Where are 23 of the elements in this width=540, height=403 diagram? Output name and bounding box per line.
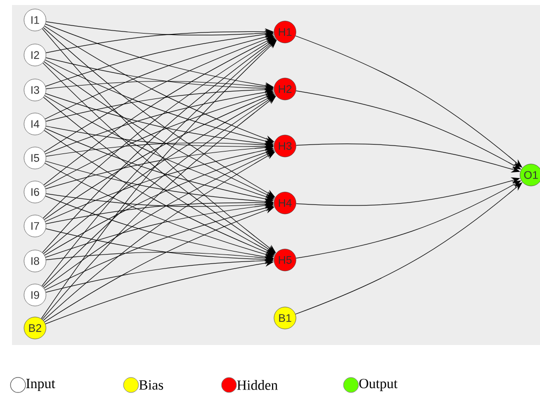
hidden-node: H4 (274, 192, 296, 214)
output-node: O1 (520, 164, 540, 186)
bias-node: B2 (24, 316, 46, 340)
input-node: I6 (24, 180, 46, 204)
input-node: I3 (24, 78, 46, 102)
input-node: I2 (24, 44, 46, 66)
input-node: I4 (24, 112, 46, 136)
legend-label: Output (359, 378, 398, 392)
legend-label: Hidden (237, 380, 278, 390)
hidden-node: H1 (274, 20, 296, 44)
legend-label: Input (26, 378, 56, 392)
hidden-node: H3 (274, 134, 296, 158)
input-node: I9 (24, 284, 46, 306)
input-node: I5 (24, 146, 46, 170)
arrow (295, 36, 522, 168)
bias-node: B1 (274, 306, 296, 330)
arrow (295, 182, 522, 314)
legend-label: Bias (139, 380, 164, 390)
hidden-node: H2 (274, 78, 296, 100)
input-node: I1 (24, 8, 46, 32)
input-node: I8 (24, 250, 46, 272)
hidden-node: H5 (274, 248, 296, 272)
input-node: I7 (24, 214, 46, 238)
